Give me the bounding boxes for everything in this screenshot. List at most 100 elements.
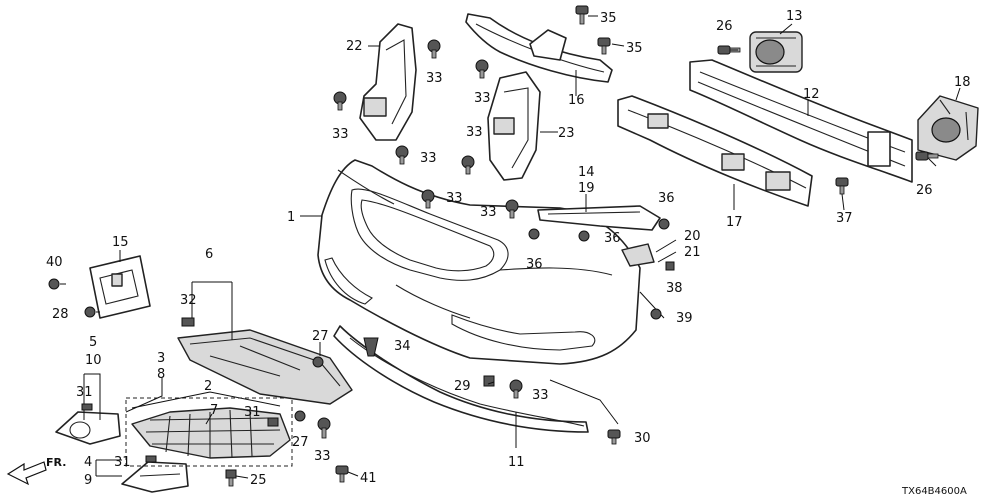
callout-27-b: 27 bbox=[292, 435, 309, 450]
screw-39 bbox=[650, 308, 662, 320]
clip-33-a bbox=[427, 39, 441, 59]
clip-33-d bbox=[395, 145, 409, 165]
callout-33-c: 33 bbox=[474, 91, 491, 106]
callout-26-b: 26 bbox=[916, 183, 933, 198]
callout-33-f: 33 bbox=[446, 191, 463, 206]
callout-22: 22 bbox=[346, 39, 363, 54]
clip-33-c bbox=[475, 59, 489, 79]
callout-33-a: 33 bbox=[426, 71, 443, 86]
clip-34 bbox=[363, 337, 379, 357]
callout-32: 32 bbox=[180, 293, 197, 308]
side-bracket-23 bbox=[487, 71, 541, 181]
callout-35-a: 35 bbox=[600, 11, 617, 26]
under-cover-6 bbox=[177, 329, 353, 405]
clip-33-i bbox=[317, 417, 331, 439]
screw-25 bbox=[225, 469, 237, 487]
energy-absorber-17 bbox=[617, 95, 813, 207]
callout-8: 8 bbox=[157, 367, 165, 382]
callout-33-h: 33 bbox=[532, 388, 549, 403]
bolt-35-a bbox=[575, 5, 589, 25]
callout-33-d: 33 bbox=[420, 151, 437, 166]
callout-33-i: 33 bbox=[314, 449, 331, 464]
callout-38: 38 bbox=[666, 281, 683, 296]
callout-37: 37 bbox=[836, 211, 853, 226]
spacer-20-21 bbox=[621, 243, 655, 267]
callout-33-g: 33 bbox=[480, 205, 497, 220]
callout-17: 17 bbox=[726, 215, 743, 230]
clip-33-b bbox=[333, 91, 347, 111]
bolt-30 bbox=[607, 429, 621, 445]
callout-12: 12 bbox=[803, 87, 820, 102]
bumper-beam-12 bbox=[689, 59, 913, 183]
bolt-37 bbox=[835, 177, 849, 195]
clip-36-b bbox=[578, 230, 590, 242]
callout-36-c: 36 bbox=[526, 257, 543, 272]
callout-29: 29 bbox=[454, 379, 471, 394]
callout-6: 6 bbox=[205, 247, 213, 262]
callout-20: 20 bbox=[684, 229, 701, 244]
callout-4: 4 bbox=[84, 455, 92, 470]
lower-grille-7 bbox=[131, 407, 291, 459]
callout-9: 9 bbox=[84, 473, 92, 488]
fog-garnish-4-9 bbox=[121, 461, 189, 493]
clip-31-c bbox=[145, 455, 157, 463]
callout-1: 1 bbox=[287, 210, 295, 225]
callout-36-b: 36 bbox=[604, 231, 621, 246]
clip-29 bbox=[483, 375, 495, 387]
callout-5: 5 bbox=[89, 335, 97, 350]
clip-32 bbox=[181, 317, 195, 327]
callout-30: 30 bbox=[634, 431, 651, 446]
callout-36-a: 36 bbox=[658, 191, 675, 206]
front-direction-arrow: FR. bbox=[6, 456, 66, 486]
callout-31-b: 31 bbox=[244, 405, 261, 420]
bolt-40 bbox=[48, 278, 60, 290]
clip-33-g bbox=[505, 199, 519, 219]
callout-31-c: 31 bbox=[114, 455, 131, 470]
bracket-14-19 bbox=[537, 205, 661, 231]
clip-31-a bbox=[81, 403, 93, 411]
grille-group-box bbox=[125, 397, 293, 467]
callout-13: 13 bbox=[786, 9, 803, 24]
bracket-18 bbox=[917, 95, 979, 161]
callout-23: 23 bbox=[558, 126, 575, 141]
clip-36-c bbox=[528, 228, 540, 240]
clip-27-a bbox=[312, 356, 324, 368]
upper-reinforcement-16 bbox=[465, 13, 613, 83]
callout-33-b: 33 bbox=[332, 127, 349, 142]
callout-26-a: 26 bbox=[716, 19, 733, 34]
callout-25: 25 bbox=[250, 473, 267, 488]
callout-11: 11 bbox=[508, 455, 525, 470]
fastener-leaders bbox=[60, 15, 937, 479]
side-bracket-22 bbox=[359, 23, 417, 141]
diagram-code: TX64B4600A bbox=[901, 486, 967, 497]
callout-18: 18 bbox=[954, 75, 971, 90]
fog-garnish-5-10 bbox=[55, 411, 121, 445]
bolt-26-b bbox=[915, 151, 939, 161]
callout-3: 3 bbox=[157, 351, 165, 366]
clip-36-a bbox=[658, 218, 670, 230]
callout-2: 2 bbox=[204, 379, 212, 394]
callout-16: 16 bbox=[568, 93, 585, 108]
callout-15: 15 bbox=[112, 235, 129, 250]
callout-numbers: 1 2 3 4 5 6 7 8 9 10 11 12 13 14 15 16 1… bbox=[46, 9, 971, 488]
callout-41: 41 bbox=[360, 471, 377, 486]
callout-27-a: 27 bbox=[312, 329, 329, 344]
clip-27-b bbox=[294, 410, 306, 422]
callout-33-e: 33 bbox=[466, 125, 483, 140]
callout-28: 28 bbox=[52, 307, 69, 322]
clip-33-f bbox=[421, 189, 435, 209]
callout-19: 19 bbox=[578, 181, 595, 196]
clip-31-b bbox=[267, 417, 279, 427]
bolt-28 bbox=[84, 306, 96, 318]
callout-14: 14 bbox=[578, 165, 595, 180]
callout-34: 34 bbox=[394, 339, 411, 354]
bolt-41 bbox=[335, 465, 349, 483]
clip-38 bbox=[665, 261, 675, 271]
callout-40: 40 bbox=[46, 255, 63, 270]
lower-spoiler-11 bbox=[333, 325, 589, 433]
callout-21: 21 bbox=[684, 245, 701, 260]
bolt-35-b bbox=[597, 37, 611, 55]
clip-33-e bbox=[461, 155, 475, 175]
